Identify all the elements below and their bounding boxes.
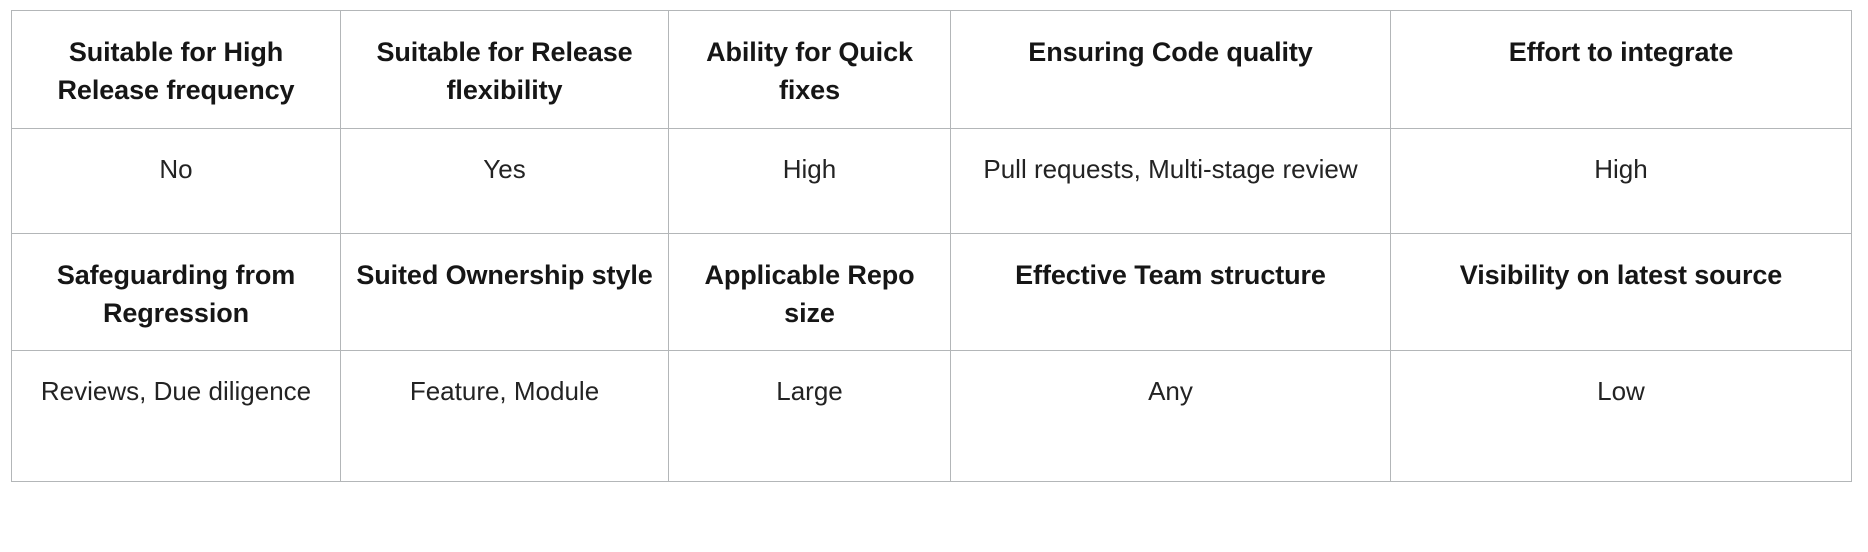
table-data-cell: Feature, Module — [340, 350, 669, 483]
cell-label: Suited Ownership style — [356, 259, 653, 290]
table-header-cell: Suited Ownership style — [340, 232, 669, 352]
table-header-cell: Ensuring Code quality — [950, 10, 1391, 129]
cell-value: Any — [1148, 376, 1193, 407]
table-header-cell: Applicable Repo size — [668, 232, 951, 352]
table-data-cell: No — [11, 127, 341, 234]
table-data-cell: Yes — [340, 127, 669, 234]
cell-value: Pull requests, Multi-stage review — [983, 153, 1358, 184]
cell-label: Suitable for Release flexibility — [376, 37, 633, 106]
cell-value: Large — [776, 376, 843, 407]
table-header-cell: Suitable for High Release frequency — [11, 10, 341, 129]
table-row: Safeguarding from Regression Suited Owne… — [11, 232, 1852, 352]
comparison-table-container: Suitable for High Release frequency Suit… — [11, 10, 1852, 483]
table-header-cell: Effective Team structure — [950, 232, 1391, 352]
table-data-cell: Low — [1390, 350, 1852, 483]
cell-value: Yes — [483, 153, 526, 184]
table-header-cell: Effort to integrate — [1390, 10, 1852, 129]
cell-label: Applicable Repo size — [704, 259, 915, 328]
table-data-cell: High — [1390, 127, 1852, 234]
cell-value: Low — [1597, 376, 1645, 407]
table-row: Reviews, Due diligence Feature, Module L… — [11, 350, 1852, 483]
table-header-cell: Safeguarding from Regression — [11, 232, 341, 352]
cell-value: Feature, Module — [409, 376, 600, 407]
table-row: Suitable for High Release frequency Suit… — [11, 10, 1852, 129]
cell-label: Effort to integrate — [1508, 37, 1734, 67]
table-header-cell: Visibility on latest source — [1390, 232, 1852, 352]
cell-value: High — [782, 153, 837, 184]
cell-label: Ensuring Code quality — [1028, 37, 1313, 67]
cell-value: No — [159, 153, 193, 184]
cell-label: Effective Team structure — [1015, 259, 1326, 290]
comparison-table: Suitable for High Release frequency Suit… — [11, 10, 1852, 483]
cell-label: Ability for Quick fixes — [706, 37, 913, 106]
table-data-cell: Any — [950, 350, 1391, 483]
table-data-cell: Reviews, Due diligence — [11, 350, 341, 483]
table-data-cell: High — [668, 127, 951, 234]
table-header-cell: Suitable for Release flexibility — [340, 10, 669, 129]
table-header-cell: Ability for Quick fixes — [668, 10, 951, 129]
cell-value: Reviews, Due diligence — [40, 376, 312, 407]
table-data-cell: Pull requests, Multi-stage review — [950, 127, 1391, 234]
table-row: No Yes High Pull requests, Multi-stage r… — [11, 127, 1852, 234]
cell-label: Visibility on latest source — [1459, 259, 1783, 290]
cell-label: Safeguarding from Regression — [56, 259, 296, 328]
cell-label: Suitable for High Release frequency — [57, 37, 295, 106]
table-data-cell: Large — [668, 350, 951, 483]
cell-value: High — [1594, 153, 1648, 184]
